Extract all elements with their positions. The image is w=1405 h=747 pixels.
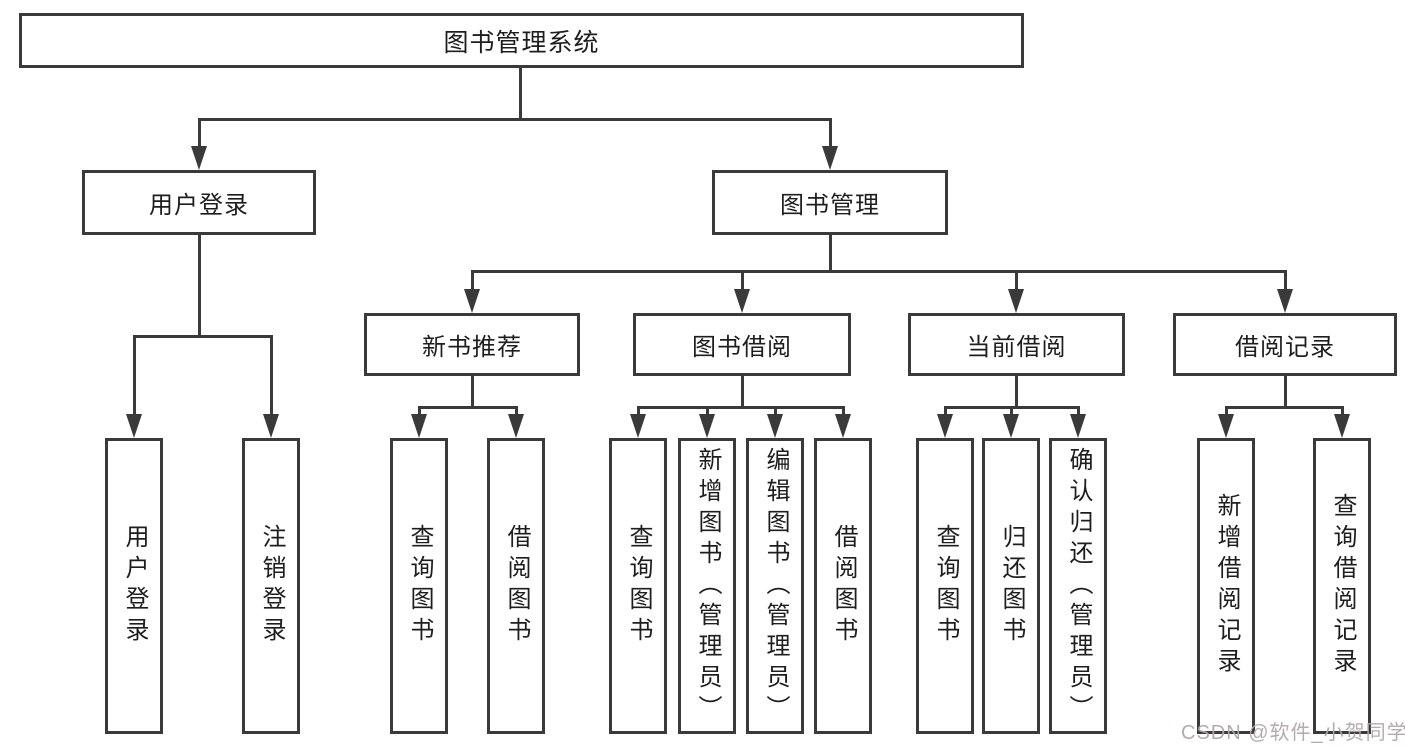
- node-label: 图书管理系统: [443, 28, 600, 57]
- leaf-query-books-recommend: 查询图书: [390, 438, 448, 734]
- node-label: 借阅记录: [1235, 334, 1335, 361]
- node-label: 借阅图书: [503, 524, 530, 648]
- leaf-add-borrow-record: 新增借阅记录: [1197, 438, 1255, 734]
- leaf-query-books-current: 查询图书: [916, 438, 974, 734]
- node-current-borrow: 当前借阅: [908, 313, 1125, 376]
- connector-user-login-drop-1: [133, 335, 136, 420]
- connector-current-borrow-drop-1: [944, 406, 947, 420]
- connector-current-borrow-drop-3: [1077, 406, 1080, 420]
- arrowhead-icon: [822, 146, 838, 170]
- node-label: 图书管理: [780, 192, 880, 219]
- leaf-add-book-admin: 新增图书（管理员）: [678, 438, 736, 734]
- node-label: 当前借阅: [966, 334, 1067, 361]
- node-user-login: 用户登录: [82, 170, 316, 235]
- leaf-query-books-borrow: 查询图书: [609, 438, 667, 734]
- connector-current-borrow-drop-2: [1010, 406, 1013, 420]
- connector-book-mgmt-drop-1: [471, 270, 474, 292]
- node-label: 新增借阅记录: [1213, 493, 1240, 679]
- node-label: 借阅图书: [830, 524, 857, 648]
- leaf-user-login: 用户登录: [105, 438, 163, 734]
- arrowhead-icon: [699, 414, 715, 438]
- node-borrow-records: 借阅记录: [1173, 313, 1397, 376]
- connector-user-login-bar: [134, 335, 271, 338]
- connector-book-mgmt-drop-4: [1284, 270, 1287, 292]
- arrowhead-icon: [1003, 414, 1019, 438]
- leaf-query-borrow-record: 查询借阅记录: [1313, 438, 1371, 734]
- connector-book-borrow-drop-4: [842, 406, 845, 420]
- connector-book-borrow-drop-2: [706, 406, 709, 420]
- connector-book-mgmt-drop-3: [1015, 270, 1018, 292]
- arrowhead-icon: [767, 414, 783, 438]
- node-label: 查询借阅记录: [1329, 493, 1356, 679]
- connector-root-stem: [519, 68, 522, 118]
- connector-new-book-drop-1: [418, 406, 421, 420]
- arrowhead-icon: [126, 414, 142, 438]
- node-label: 确认归还（管理员）: [1065, 446, 1092, 726]
- connector-root-drop-1: [198, 118, 201, 150]
- arrowhead-icon: [835, 414, 851, 438]
- connector-borrow-records-drop-2: [1341, 406, 1344, 420]
- connector-book-borrow-stem: [741, 376, 744, 406]
- node-label: 编辑图书（管理员）: [762, 446, 789, 726]
- arrowhead-icon: [734, 289, 750, 313]
- connector-borrow-records-stem: [1284, 376, 1287, 406]
- leaf-edit-book-admin: 编辑图书（管理员）: [746, 438, 804, 734]
- node-label: 图书借阅: [692, 334, 792, 361]
- watermark: CSDN @软件_小贺同学: [1181, 722, 1405, 744]
- connector-book-borrow-drop-3: [774, 406, 777, 420]
- connector-book-mgmt-stem: [829, 235, 832, 270]
- node-book-management: 图书管理: [712, 170, 948, 235]
- arrowhead-icon: [1334, 414, 1350, 438]
- arrowhead-icon: [1008, 289, 1024, 313]
- connector-borrow-records-drop-1: [1225, 406, 1228, 420]
- arrowhead-icon: [411, 414, 427, 438]
- node-label: 查询图书: [625, 524, 652, 648]
- leaf-confirm-return-admin: 确认归还（管理员）: [1049, 438, 1107, 734]
- connector-new-book-bar: [419, 406, 516, 409]
- arrowhead-icon: [464, 289, 480, 313]
- connector-user-login-drop-2: [270, 335, 273, 420]
- node-label: 归还图书: [998, 524, 1025, 648]
- node-label: 新增图书（管理员）: [694, 446, 721, 726]
- leaf-return-books: 归还图书: [982, 438, 1040, 734]
- arrowhead-icon: [630, 414, 646, 438]
- connector-current-borrow-stem: [1015, 376, 1018, 406]
- connector-book-mgmt-drop-2: [741, 270, 744, 292]
- arrowhead-icon: [263, 414, 279, 438]
- connector-new-book-stem: [471, 376, 474, 406]
- leaf-logout: 注销登录: [242, 438, 300, 734]
- node-new-book-recommend: 新书推荐: [364, 313, 580, 376]
- node-book-borrow: 图书借阅: [633, 313, 851, 376]
- arrowhead-icon: [508, 414, 524, 438]
- node-label: 注销登录: [258, 524, 285, 648]
- node-library-system: 图书管理系统: [19, 13, 1024, 68]
- arrowhead-icon: [191, 146, 207, 170]
- arrowhead-icon: [937, 414, 953, 438]
- node-label: 用户登录: [121, 524, 148, 648]
- arrowhead-icon: [1218, 414, 1234, 438]
- arrowhead-icon: [1277, 289, 1293, 313]
- connector-book-borrow-drop-1: [637, 406, 640, 420]
- node-label: 查询图书: [932, 524, 959, 648]
- connector-root-drop-2: [829, 118, 832, 150]
- connector-root-bar: [199, 118, 830, 121]
- connector-new-book-drop-2: [515, 406, 518, 420]
- node-label: 查询图书: [406, 524, 433, 648]
- arrowhead-icon: [1070, 414, 1086, 438]
- leaf-borrow-books-2: 借阅图书: [814, 438, 872, 734]
- node-label: 新书推荐: [422, 334, 522, 361]
- node-label: 用户登录: [149, 192, 249, 219]
- connector-book-borrow-bar: [638, 406, 843, 409]
- connector-user-login-stem: [198, 235, 201, 335]
- leaf-borrow-books-recommend: 借阅图书: [487, 438, 545, 734]
- connector-book-mgmt-bar: [472, 270, 1285, 273]
- connector-borrow-records-bar: [1226, 406, 1342, 409]
